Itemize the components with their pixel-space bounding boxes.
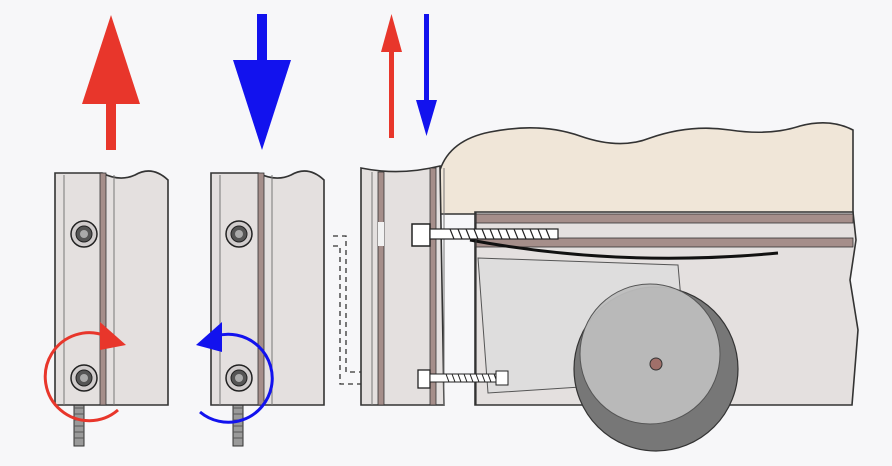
arrow-down-icon [233, 14, 291, 150]
bolt-icon [225, 364, 253, 392]
rotate-clockwise-icon [43, 322, 126, 423]
assembly [360, 122, 859, 452]
screw-icon [411, 223, 559, 247]
left-bar [54, 170, 169, 447]
bolt-icon [70, 220, 98, 248]
cushion [439, 122, 854, 215]
wheel-icon [573, 283, 739, 452]
spring-strip [469, 238, 779, 260]
arrow-down-icon [416, 14, 437, 136]
screw-icon [417, 369, 509, 389]
dashed-guide [333, 235, 360, 385]
rotate-counterclockwise-icon [196, 322, 274, 424]
arrow-up-icon [82, 15, 140, 150]
arrow-up-icon [381, 14, 402, 138]
bolt-icon [70, 364, 98, 392]
middle-bar [210, 170, 325, 447]
bolt-icon [225, 220, 253, 248]
